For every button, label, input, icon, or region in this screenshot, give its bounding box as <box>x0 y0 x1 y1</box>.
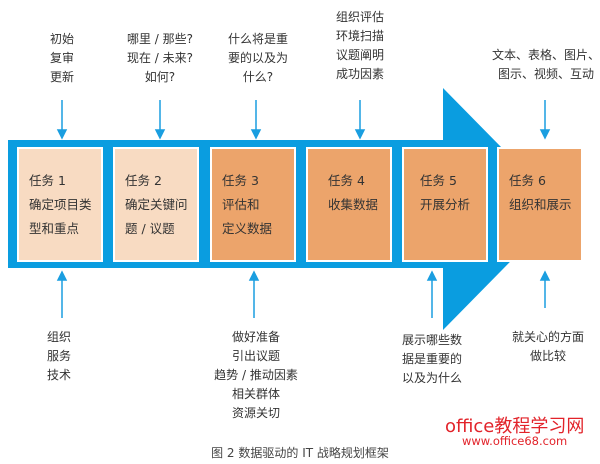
label-line: 如何? <box>144 70 176 84</box>
top-label-1: 初始复审更新 <box>50 30 74 87</box>
label-line: 做好准备 <box>231 330 280 344</box>
bottom-label-3: 展示哪些数据是重要的以及为什么 <box>402 331 462 388</box>
label-line: 展示哪些数 <box>401 333 463 347</box>
task-box-6: 任务 6 组织和展示 <box>497 147 583 262</box>
label-line: 什么? <box>242 70 274 84</box>
task-box-4: 任务 4 收集数据 <box>306 147 392 262</box>
top-label-3: 什么将是重要的以及为什么? <box>228 30 288 87</box>
label-line: 成功因素 <box>335 67 385 81</box>
label-line: 相关群体 <box>231 387 280 401</box>
watermark-title: office教程学习网 <box>445 416 585 437</box>
label-line: 组织评估 <box>335 10 385 24</box>
task-line: 确定关键问 <box>125 197 188 212</box>
task-line: 开展分析 <box>420 197 471 212</box>
top-label-5: 文本、表格、图片、图示、视频、互动 <box>492 46 600 84</box>
watermark-url: www.office68.com <box>462 434 568 448</box>
task-line: 题 / 议题 <box>125 221 175 236</box>
label-line: 服务 <box>46 349 72 363</box>
task-line: 确定项目类 <box>29 197 92 212</box>
task-title: 任务 1 <box>29 173 66 188</box>
top-label-2: 哪里 / 那些? 现在 / 未来? 如何? <box>127 30 193 87</box>
label-line: 复审 <box>49 51 75 65</box>
task-box-3: 任务 3 评估和定义数据 <box>210 147 296 262</box>
label-line: 趋势 / 推动因素 <box>214 368 298 382</box>
task-title: 任务 4 <box>328 173 365 188</box>
figure-caption: 图 2 数据驱动的 IT 战略规划框架 <box>211 446 389 460</box>
label-line: 环境扫描 <box>335 29 385 43</box>
bottom-label-2: 做好准备引出议题趋势 / 推动因素相关群体资源关切 <box>214 328 298 423</box>
label-line: 技术 <box>46 368 72 382</box>
label-line: 要的以及为 <box>227 51 289 65</box>
label-line: 做比较 <box>529 349 567 363</box>
task-line: 收集数据 <box>328 197 379 212</box>
task-line: 定义数据 <box>222 221 273 236</box>
label-line: 现在 / 未来? <box>126 51 194 65</box>
label-line: 资源关切 <box>231 406 280 420</box>
label-line: 什么将是重 <box>227 32 289 46</box>
label-line: 初始 <box>49 32 75 46</box>
task-line: 型和重点 <box>29 221 80 236</box>
task-title: 任务 6 <box>509 173 546 188</box>
bottom-label-4: 就关心的方面做比较 <box>512 328 584 366</box>
task-line: 评估和 <box>222 197 260 212</box>
label-line: 就关心的方面 <box>511 330 585 344</box>
label-line: 以及为什么 <box>401 371 463 385</box>
label-line: 文本、表格、图片、 <box>491 48 600 62</box>
task-box-1: 任务 1 确定项目类型和重点 <box>17 147 103 262</box>
label-line: 引出议题 <box>231 349 280 363</box>
task-title: 任务 5 <box>420 173 457 188</box>
task-line: 组织和展示 <box>509 197 572 212</box>
label-line: 组织 <box>46 330 72 344</box>
top-label-4: 组织评估环境扫描议题阐明成功因素 <box>336 8 384 84</box>
label-line: 图示、视频、互动 <box>497 67 595 81</box>
label-line: 更新 <box>49 70 75 84</box>
task-box-5: 任务 5 开展分析 <box>402 147 488 262</box>
task-title: 任务 2 <box>125 173 162 188</box>
label-line: 据是重要的 <box>401 352 463 366</box>
label-line: 哪里 / 那些? <box>126 32 194 46</box>
label-line: 议题阐明 <box>335 48 385 62</box>
task-title: 任务 3 <box>222 173 259 188</box>
bottom-label-1: 组织服务技术 <box>47 328 71 385</box>
task-box-2: 任务 2 确定关键问题 / 议题 <box>113 147 199 262</box>
